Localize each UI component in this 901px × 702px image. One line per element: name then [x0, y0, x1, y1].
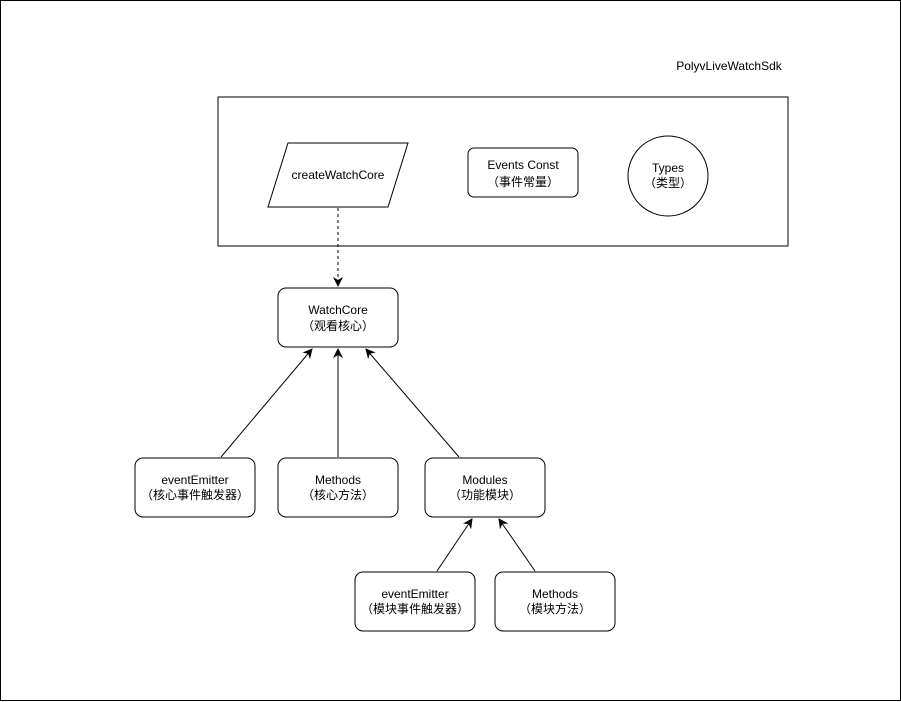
- modules-label-line1: Modules: [462, 473, 507, 487]
- package-label: PolyvLiveWatchSdk: [676, 59, 783, 73]
- types-label-line1: Types: [652, 161, 684, 175]
- core-methods-label-line2: （核心方法）: [302, 487, 374, 502]
- node-modules: Modules （功能模块）: [424, 457, 546, 518]
- node-core-methods: Methods （核心方法）: [277, 457, 399, 518]
- node-core-event-emitter: eventEmitter （核心事件触发器）: [134, 457, 256, 518]
- create-watch-core-label: createWatchCore: [292, 168, 385, 182]
- node-events-const: Events Const （事件常量）: [467, 147, 579, 198]
- node-module-event-emitter: eventEmitter （模块事件触发器）: [354, 571, 476, 632]
- module-event-emitter-label-line2: （模块事件触发器）: [361, 601, 469, 616]
- edge-module-methods-to-modules: [498, 518, 536, 572]
- node-create-watch-core: createWatchCore: [267, 142, 409, 208]
- edge-module-emitter-to-modules: [436, 518, 473, 572]
- node-types: Types （类型）: [627, 135, 709, 217]
- node-watch-core: WatchCore （观看核心）: [277, 287, 399, 348]
- module-methods-label-line1: Methods: [532, 587, 578, 601]
- core-event-emitter-label-line1: eventEmitter: [161, 473, 228, 487]
- watch-core-label-line1: WatchCore: [308, 303, 368, 317]
- watch-core-label-line2: （观看核心）: [302, 319, 374, 333]
- core-event-emitter-label-line2: （核心事件触发器）: [141, 487, 249, 502]
- events-const-label-line1: Events Const: [487, 158, 559, 172]
- edge-modules-to-watchcore: [365, 348, 460, 458]
- types-label-line2: （类型）: [644, 176, 692, 190]
- module-event-emitter-label-line1: eventEmitter: [381, 587, 448, 601]
- node-module-methods: Methods （模块方法）: [494, 571, 616, 632]
- core-methods-label-line1: Methods: [315, 473, 361, 487]
- edge-core-emitter-to-watchcore: [220, 348, 313, 458]
- events-const-label-line2: （事件常量）: [487, 175, 559, 189]
- modules-label-line2: （功能模块）: [449, 488, 521, 502]
- module-methods-label-line2: （模块方法）: [519, 601, 591, 616]
